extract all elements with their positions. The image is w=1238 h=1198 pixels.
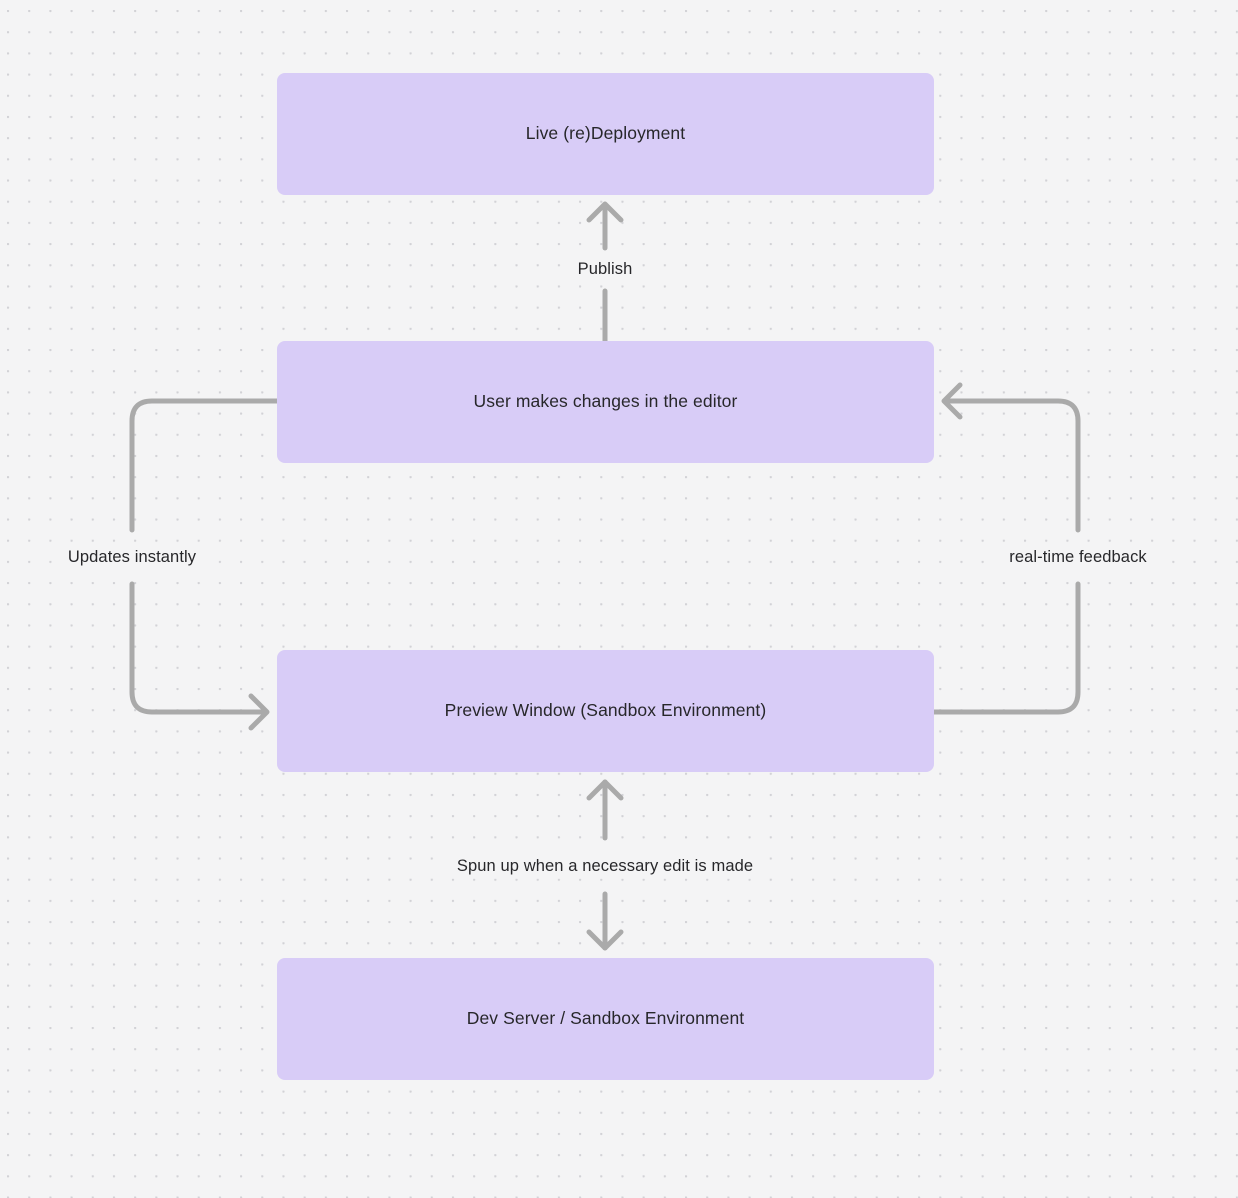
node-live-deployment[interactable]: Live (re)Deployment bbox=[277, 73, 934, 195]
node-label: Dev Server / Sandbox Environment bbox=[466, 1008, 745, 1029]
edge-label-updates-instantly: Updates instantly bbox=[60, 544, 204, 570]
edge-label-spun-up: Spun up when a necessary edit is made bbox=[449, 853, 761, 879]
node-user-edits[interactable]: User makes changes in the editor bbox=[277, 341, 934, 463]
node-label: Preview Window (Sandbox Environment) bbox=[444, 700, 767, 721]
node-preview-window[interactable]: Preview Window (Sandbox Environment) bbox=[277, 650, 934, 772]
node-dev-server[interactable]: Dev Server / Sandbox Environment bbox=[277, 958, 934, 1080]
arrowhead-up-icon bbox=[586, 779, 624, 801]
node-label: User makes changes in the editor bbox=[473, 391, 738, 412]
arrowhead-down-icon bbox=[586, 929, 624, 951]
arrowhead-right-icon bbox=[248, 693, 270, 731]
node-label: Live (re)Deployment bbox=[525, 123, 686, 144]
edge-label-publish: Publish bbox=[570, 256, 640, 282]
edge-label-real-time-feedback: real-time feedback bbox=[1002, 544, 1154, 570]
arrowhead-up-icon bbox=[586, 201, 624, 223]
arrowhead-left-icon bbox=[941, 382, 963, 420]
